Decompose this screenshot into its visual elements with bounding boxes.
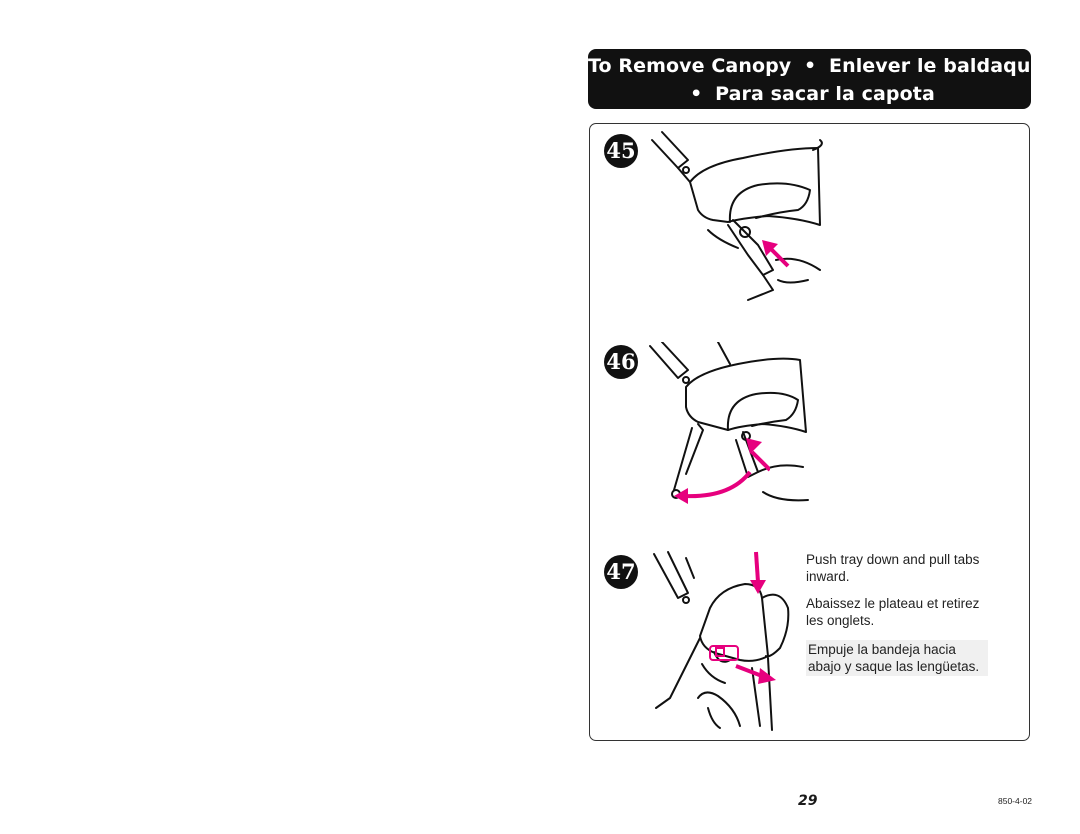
step-45-illustration xyxy=(651,131,823,301)
title-separator: • xyxy=(804,55,817,77)
step-47-arrows xyxy=(709,551,776,684)
step-46-illustration xyxy=(649,342,809,502)
step-45-arrow xyxy=(762,240,790,268)
document-code: 850-4-02 xyxy=(998,796,1033,806)
step-47-instruction-en: Push tray down and pull tabs inward. xyxy=(806,552,980,584)
step-47-text-english: Push tray down and pull tabs inward. xyxy=(806,551,991,585)
step-47-text-spanish: Empuje la bandeja hacia abajo y saque la… xyxy=(806,640,988,676)
step-number-46: 46 xyxy=(604,345,638,379)
step-number-45: 45 xyxy=(604,134,638,168)
step-47-instruction-es: Empuje la bandeja hacia abajo y saque la… xyxy=(808,642,980,674)
instruction-panel xyxy=(589,123,1030,741)
section-title-banner: To Remove Canopy • Enlever le baldaquin … xyxy=(588,49,1051,109)
page-number: 29 xyxy=(798,793,818,809)
step-47-instruction-fr: Abaissez le plateau et retirez les ongle… xyxy=(806,596,980,628)
step-number-47: 47 xyxy=(604,555,638,589)
title-separator: • xyxy=(690,83,703,105)
title-english: To Remove Canopy xyxy=(588,55,792,77)
step-47-text-french: Abaissez le plateau et retirez les ongle… xyxy=(806,595,984,629)
title-spanish: Para sacar la capota xyxy=(715,83,935,105)
title-french: Enlever le baldaquin xyxy=(828,55,1051,77)
step-46-arrows xyxy=(674,438,770,504)
